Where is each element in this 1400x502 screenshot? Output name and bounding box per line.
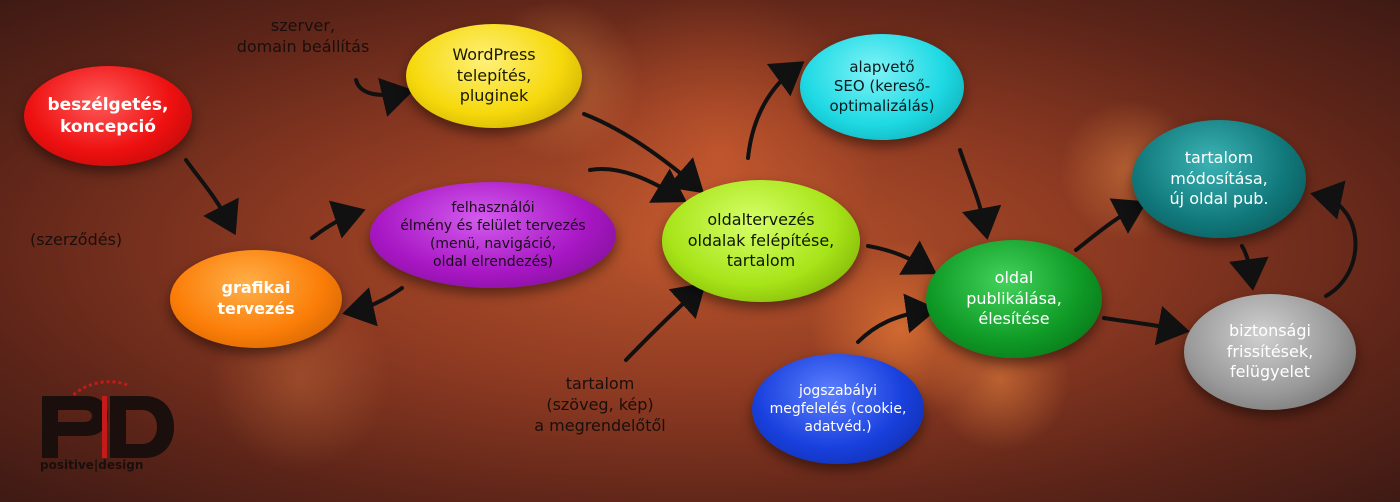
node-jogszabalyi-label: jogszabályi megfelelés (cookie, adatvéd.… xyxy=(769,382,907,436)
arrow-seo-to-publikalas xyxy=(958,148,1002,240)
node-seo: alapvető SEO (kereső- optimalizálás) xyxy=(800,34,964,140)
arrow-ux-to-oldaltervezes xyxy=(588,167,687,203)
node-tartalom-modositasa: tartalom módosítása, új oldal pub. xyxy=(1132,120,1306,238)
node-oldaltervezes-label: oldaltervezés oldalak felépítése, tartal… xyxy=(687,209,835,271)
annotation-szerzodes: (szerződés) xyxy=(30,230,123,249)
node-tartalom-mod-label: tartalom módosítása, új oldal pub. xyxy=(1169,147,1269,209)
arrow-beszelgetes-to-grafikai xyxy=(184,158,239,236)
arrow-publikalas-to-biztonsagi xyxy=(1102,305,1190,346)
node-grafikai-label: grafikai tervezés xyxy=(217,278,295,318)
arrow-tartalom-to-oldaltervezes xyxy=(624,282,706,362)
arrow-publikalas-to-tartalom xyxy=(1074,198,1148,252)
arrow-grafikai-to-ux xyxy=(310,200,366,240)
node-jogszabalyi: jogszabályi megfelelés (cookie, adatvéd.… xyxy=(752,354,924,464)
arrow-oldaltervezes-to-seo xyxy=(746,61,805,160)
arrow-biztonsagi-to-tartalom xyxy=(1310,180,1358,298)
annotation-tartalom-forras: tartalom (szöveg, kép) a megrendelőtől xyxy=(534,374,666,435)
node-seo-label: alapvető SEO (kereső- optimalizálás) xyxy=(829,57,935,115)
logo-letters xyxy=(42,396,174,458)
node-ux-tervezes: felhasználói élmény és felület tervezés … xyxy=(370,182,616,288)
positive-design-logo xyxy=(42,380,174,458)
node-grafikai-tervezes: grafikai tervezés xyxy=(170,250,342,348)
annotation-szerver: szerver, domain beállítás xyxy=(236,16,370,56)
node-oldaltervezes: oldaltervezés oldalak felépítése, tartal… xyxy=(662,180,860,302)
arrow-tartalom-to-biztonsagi xyxy=(1229,244,1269,291)
node-biztonsagi: biztonsági frissítések, felügyelet xyxy=(1184,294,1356,410)
node-beszelgetes-label: beszélgetés, koncepció xyxy=(47,94,169,137)
arrow-oldaltervezes-to-publikalas xyxy=(866,240,937,275)
arrow-jogszabalyi-to-publikalas xyxy=(856,293,938,344)
logo-text: positive|design xyxy=(40,458,144,472)
node-publikalas: oldal publikálása, élesítése xyxy=(926,240,1102,358)
arrow-szerver-to-wordpress xyxy=(354,77,414,117)
node-publikalas-label: oldal publikálása, élesítése xyxy=(966,267,1062,329)
node-beszelgetes-koncepcio: beszélgetés, koncepció xyxy=(24,66,192,166)
node-biztonsagi-label: biztonsági frissítések, felügyelet xyxy=(1226,320,1314,382)
node-wordpress-label: WordPress telepítés, pluginek xyxy=(452,44,536,106)
node-ux-label: felhasználói élmény és felület tervezés … xyxy=(400,199,586,271)
arrow-ux-to-grafikai xyxy=(342,286,404,327)
node-wordpress: WordPress telepítés, pluginek xyxy=(406,24,582,128)
